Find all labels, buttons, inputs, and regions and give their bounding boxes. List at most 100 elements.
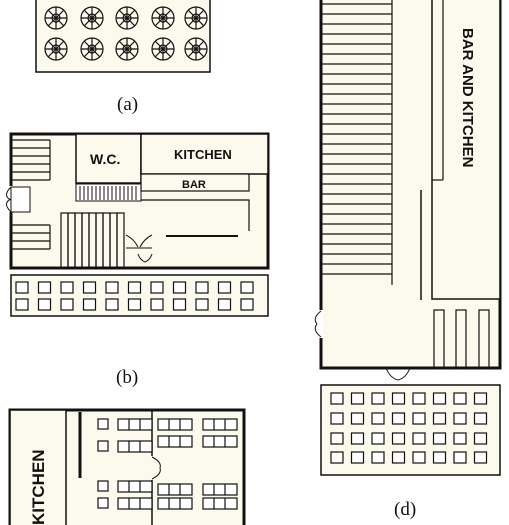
- square-table-icon: [371, 432, 385, 445]
- square-table-icon: [172, 298, 187, 311]
- panel-a-caption: (a): [117, 94, 139, 115]
- banquette-table-icon: [117, 497, 153, 510]
- square-table-icon: [172, 281, 187, 294]
- square-table-icon: [473, 412, 488, 425]
- panel-c-kitchen-room: [9, 409, 67, 525]
- panel-d-left-door-icon: [313, 310, 323, 338]
- square-table-icon: [412, 392, 426, 405]
- square-table-icon: [195, 298, 209, 311]
- square-table-icon: [330, 412, 344, 425]
- square-table-icon: [60, 281, 74, 294]
- banquette-table-icon: [202, 483, 238, 496]
- square-table-icon: [240, 281, 254, 294]
- panel-b-kitchen-label: KITCHEN: [174, 147, 232, 162]
- square-table-icon: [150, 298, 164, 311]
- banquette-table-icon: [157, 497, 193, 510]
- square-table-icon: [391, 412, 406, 425]
- panel-b-bar-outline: [141, 199, 250, 231]
- banquette-table-icon: [202, 497, 238, 510]
- square-table-icon: [412, 412, 426, 425]
- banquette-table-icon: [117, 480, 153, 493]
- panel-a-floor: [35, 0, 211, 73]
- banquette-table-icon: [117, 418, 153, 431]
- square-table-icon: [350, 392, 365, 405]
- panel-d-bar-kitchen-label: BAR AND KITCHEN: [459, 28, 476, 167]
- square-table-icon: [97, 440, 109, 452]
- square-table-icon: [150, 281, 164, 294]
- square-table-icon: [432, 412, 447, 425]
- round-table-icon: [80, 6, 104, 30]
- square-table-icon: [432, 451, 447, 464]
- banquette-table-icon: [202, 435, 238, 448]
- square-table-icon: [371, 451, 385, 464]
- square-table-icon: [391, 451, 406, 464]
- square-table-icon: [453, 392, 467, 405]
- square-table-icon: [97, 480, 109, 492]
- square-table-icon: [240, 298, 254, 311]
- panel-b-bar-label: BAR: [182, 179, 206, 191]
- banquette-table-icon: [157, 418, 193, 431]
- square-table-icon: [350, 451, 365, 464]
- square-table-icon: [127, 281, 142, 294]
- panel-d-plan: BAR AND KITCHEN: [313, 0, 502, 476]
- square-table-icon: [82, 281, 97, 294]
- square-table-icon: [217, 281, 232, 294]
- square-table-icon: [330, 451, 344, 464]
- square-table-icon: [60, 298, 74, 311]
- square-table-icon: [391, 432, 406, 445]
- banquette-table-icon: [157, 483, 193, 496]
- round-table-icon: [44, 37, 68, 61]
- square-table-icon: [127, 298, 142, 311]
- panel-b-inner-door-icon: [125, 234, 153, 263]
- square-table-icon: [37, 298, 52, 311]
- square-table-icon: [432, 432, 447, 445]
- panel-b-left-door-icon: [0, 186, 31, 213]
- banquette-table-icon: [202, 418, 238, 431]
- panel-c-door-icon: [150, 456, 162, 480]
- panel-c-tables: [97, 418, 238, 510]
- panel-b-left-benches: [11, 139, 51, 250]
- panel-b-caption-text: (b): [116, 367, 139, 388]
- square-table-icon: [453, 451, 467, 464]
- round-table-icon: [80, 37, 104, 61]
- banquette-table-icon: [117, 440, 153, 453]
- round-table-icon: [115, 37, 139, 61]
- square-table-icon: [350, 432, 365, 445]
- panel-b-bar-counter: [140, 173, 250, 192]
- banquette-table-icon: [157, 435, 193, 448]
- round-table-icon: [184, 6, 208, 30]
- round-table-icon: [44, 6, 68, 30]
- panel-d-benches: [321, 0, 393, 285]
- panel-d-square-tables: [330, 392, 488, 464]
- square-table-icon: [473, 392, 488, 405]
- square-table-icon: [391, 392, 406, 405]
- square-table-icon: [432, 392, 447, 405]
- round-table-grid: [44, 6, 208, 61]
- square-table-icon: [105, 298, 119, 311]
- panel-d-bottom-door-icon: [385, 367, 411, 381]
- square-table-icon: [330, 432, 344, 445]
- square-table-icon: [15, 298, 29, 311]
- panel-b-wc-label: W.C.: [90, 151, 120, 167]
- square-table-icon: [97, 497, 109, 509]
- square-table-icon: [371, 392, 385, 405]
- round-table-icon: [115, 6, 139, 30]
- square-table-icon: [105, 281, 119, 294]
- square-table-icon: [37, 281, 52, 294]
- panel-b-center-benches: [60, 212, 125, 269]
- panel-b-square-tables: [15, 281, 254, 311]
- square-table-icon: [412, 432, 426, 445]
- round-table-icon: [184, 37, 208, 61]
- panel-b-kitchen-room: [140, 133, 269, 175]
- panel-d-stalls: [433, 309, 490, 369]
- square-table-icon: [217, 298, 232, 311]
- panel-d-table-area: [320, 384, 501, 476]
- square-table-icon: [453, 412, 467, 425]
- panel-b-plan: W.C. KITCHEN BAR: [0, 132, 270, 317]
- square-table-icon: [195, 281, 209, 294]
- round-table-icon: [151, 6, 175, 30]
- square-table-icon: [473, 451, 488, 464]
- round-table-icon: [151, 37, 175, 61]
- panel-c-plan: KITCHEN: [8, 408, 246, 525]
